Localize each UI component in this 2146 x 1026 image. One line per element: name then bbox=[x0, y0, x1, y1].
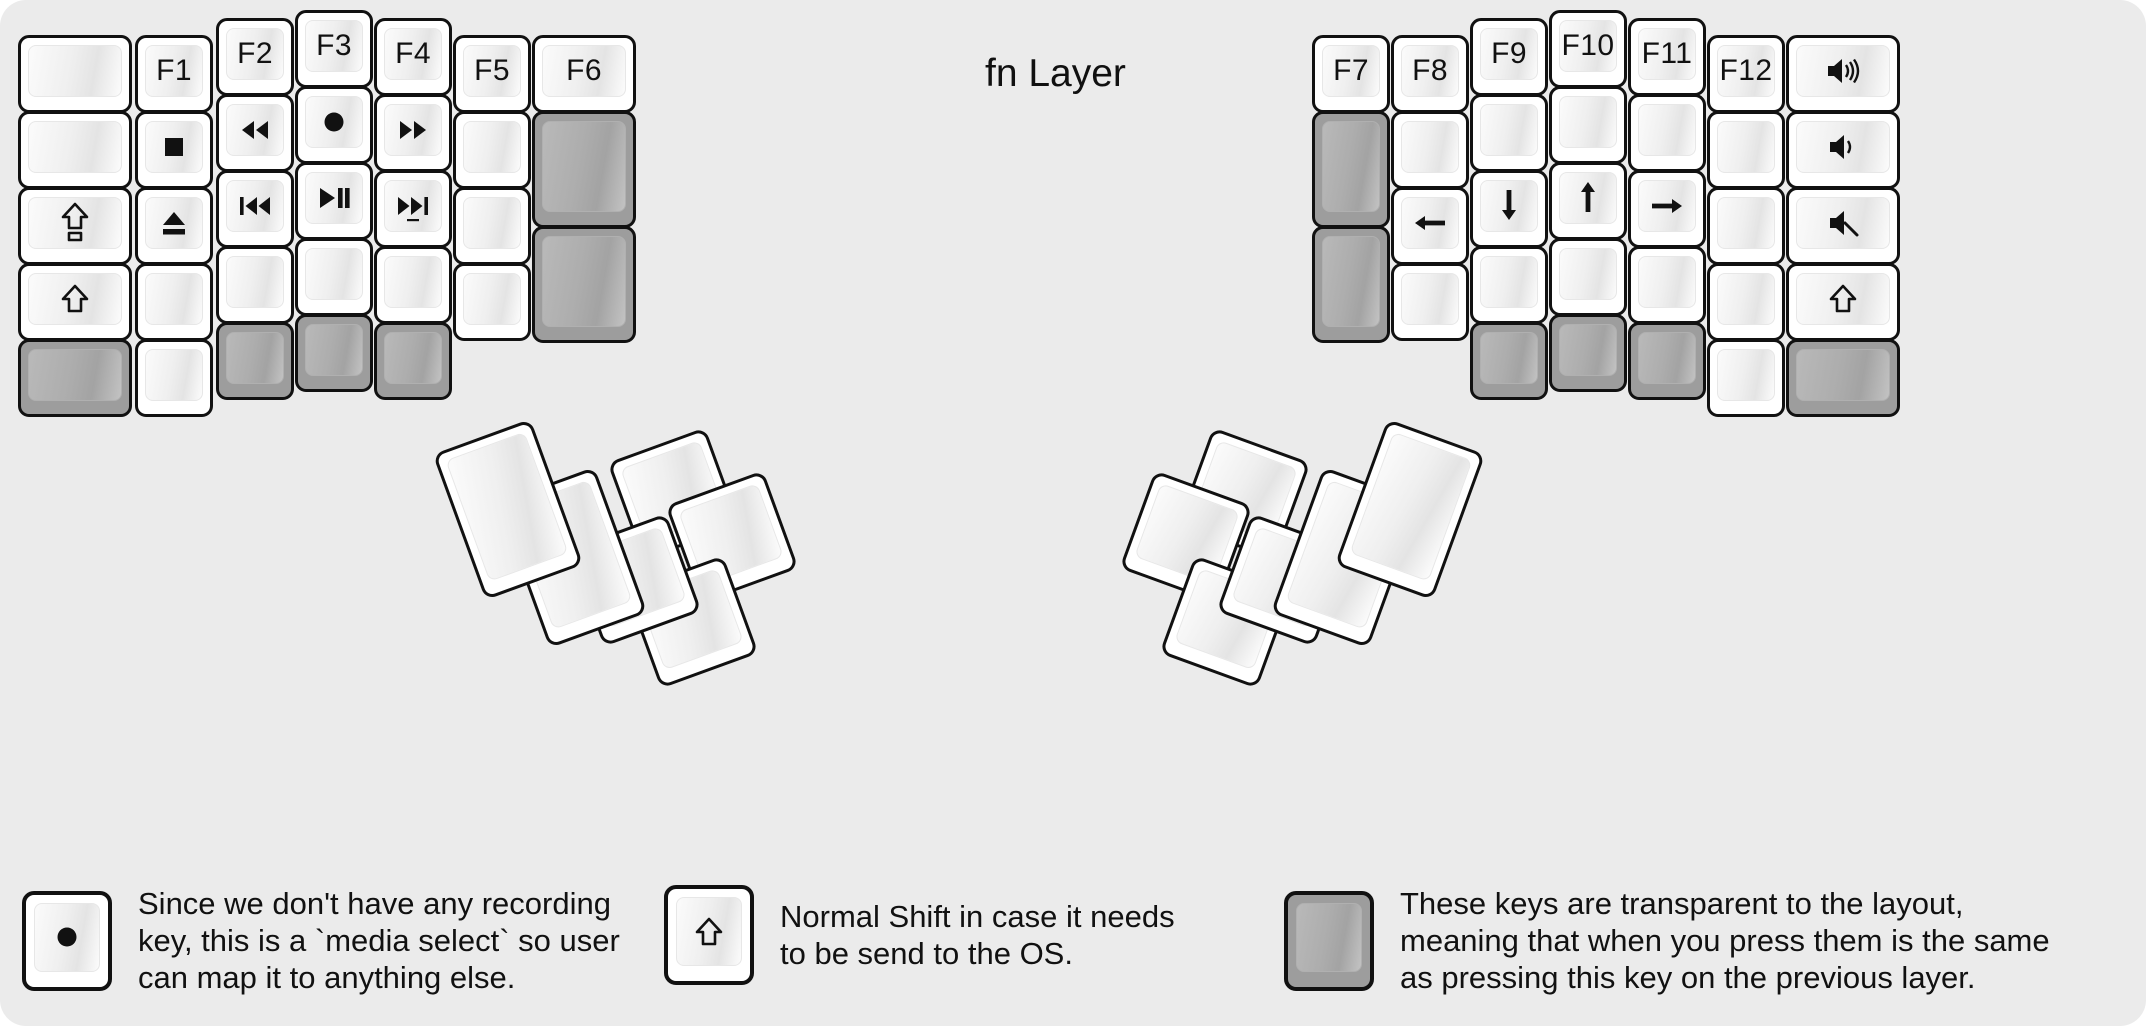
shift-up-icon bbox=[695, 917, 723, 945]
key-transparent[interactable] bbox=[374, 322, 452, 400]
keycap-surface bbox=[542, 121, 626, 212]
keycap-surface bbox=[226, 256, 284, 308]
keycap-surface bbox=[28, 197, 122, 249]
keycap-surface bbox=[305, 248, 363, 300]
keycap-surface bbox=[1796, 45, 1890, 97]
keycap-surface bbox=[226, 332, 284, 384]
key-transparent[interactable] bbox=[1549, 314, 1627, 392]
keycap-surface bbox=[1717, 349, 1775, 401]
key-volume-up[interactable] bbox=[1786, 35, 1900, 113]
legend-transparent-text: These keys are transparent to the layout… bbox=[1400, 886, 2050, 996]
key-volume-mute[interactable] bbox=[1786, 187, 1900, 265]
keycap-surface bbox=[1638, 332, 1696, 384]
keycap-surface bbox=[1559, 96, 1617, 148]
media-record-icon bbox=[57, 927, 77, 947]
legend-transparent: These keys are transparent to the layout… bbox=[1284, 885, 2050, 997]
legend-normal-shift-swatch bbox=[664, 885, 754, 985]
key-blank[interactable] bbox=[135, 263, 213, 341]
page-title: fn Layer bbox=[985, 52, 1126, 95]
key-caps-lock[interactable] bbox=[18, 187, 132, 265]
key-blank[interactable] bbox=[18, 35, 132, 113]
key-blank[interactable] bbox=[1707, 263, 1785, 341]
key-blank[interactable] bbox=[1549, 86, 1627, 164]
key-arrow-left[interactable] bbox=[1391, 187, 1469, 265]
keycap-surface bbox=[1296, 902, 1362, 972]
keycap-surface bbox=[1559, 248, 1617, 300]
legend-key-glyph bbox=[48, 918, 86, 956]
keycap-surface bbox=[1796, 349, 1890, 401]
keycap-surface bbox=[1480, 256, 1538, 308]
key-blank[interactable] bbox=[216, 246, 294, 324]
key-transparent[interactable] bbox=[216, 322, 294, 400]
key-media-eject[interactable] bbox=[135, 187, 213, 265]
key-transparent[interactable] bbox=[18, 339, 132, 417]
keycap-surface bbox=[1638, 104, 1696, 156]
keycap-surface bbox=[34, 902, 100, 972]
keycap-surface bbox=[463, 273, 521, 325]
keycap-surface bbox=[542, 236, 626, 327]
keycap-surface bbox=[463, 121, 521, 173]
keycap-surface bbox=[1559, 324, 1617, 376]
keycap-surface bbox=[1717, 121, 1775, 173]
key-blank[interactable] bbox=[1391, 263, 1469, 341]
key-blank[interactable] bbox=[135, 339, 213, 417]
key-f4[interactable]: F4 bbox=[374, 18, 452, 96]
keycap-surface bbox=[1638, 256, 1696, 308]
keycap-surface bbox=[676, 897, 742, 966]
keycap-surface bbox=[1717, 197, 1775, 249]
keycap-surface bbox=[1480, 332, 1538, 384]
legend-media-select-text: Since we don't have any recording key, t… bbox=[138, 886, 620, 996]
keycap-surface bbox=[145, 197, 203, 249]
key-transparent[interactable] bbox=[532, 111, 636, 228]
keycap-surface bbox=[384, 256, 442, 308]
key-transparent[interactable] bbox=[1312, 111, 1390, 228]
keycap-surface bbox=[1401, 121, 1459, 173]
key-arrow-up[interactable] bbox=[1549, 162, 1627, 240]
key-transparent[interactable] bbox=[532, 226, 636, 343]
keycap-surface bbox=[1796, 121, 1890, 173]
key-blank[interactable] bbox=[1549, 238, 1627, 316]
legend-media-select: Since we don't have any recording key, t… bbox=[22, 885, 620, 997]
legend-transparent-swatch bbox=[1284, 890, 1374, 991]
key-blank[interactable] bbox=[18, 111, 132, 189]
keycap-surface bbox=[1717, 273, 1775, 325]
key-transparent[interactable] bbox=[295, 314, 373, 392]
keycap-surface bbox=[28, 45, 122, 97]
key-blank[interactable] bbox=[453, 111, 531, 189]
keycap-surface bbox=[145, 273, 203, 325]
keycap-surface bbox=[1322, 121, 1380, 212]
legend-normal-shift-text: Normal Shift in case it needs to be send… bbox=[780, 898, 1175, 971]
thumb-r-6[interactable] bbox=[1334, 418, 1486, 601]
legend-media-select-swatch bbox=[22, 890, 112, 991]
keycap-surface bbox=[145, 349, 203, 401]
key-blank[interactable] bbox=[374, 246, 452, 324]
key-transparent[interactable] bbox=[1628, 322, 1706, 400]
key-arrow-right[interactable] bbox=[1628, 170, 1706, 248]
keycap-surface: F4 bbox=[384, 28, 442, 80]
keycap-surface bbox=[1349, 431, 1473, 582]
legend-key-glyph bbox=[690, 913, 728, 951]
key-blank[interactable] bbox=[453, 187, 531, 265]
key-blank[interactable] bbox=[1628, 246, 1706, 324]
key-blank[interactable] bbox=[1707, 339, 1785, 417]
keycap-surface bbox=[28, 349, 122, 401]
keycap-surface bbox=[1480, 104, 1538, 156]
keycap-surface bbox=[305, 324, 363, 376]
key-blank[interactable] bbox=[1707, 187, 1785, 265]
key-transparent[interactable] bbox=[1470, 322, 1548, 400]
legend-normal-shift: Normal Shift in case it needs to be send… bbox=[664, 885, 1175, 985]
keycap-surface bbox=[1322, 236, 1380, 327]
keycap-surface bbox=[384, 332, 442, 384]
key-f7[interactable]: F7 bbox=[1312, 35, 1390, 113]
keycap-surface bbox=[463, 197, 521, 249]
key-f3[interactable]: F3 bbox=[295, 10, 373, 88]
keycap-surface bbox=[1401, 273, 1459, 325]
key-transparent[interactable] bbox=[1312, 226, 1390, 343]
key-blank[interactable] bbox=[453, 263, 531, 341]
keycap-surface bbox=[28, 121, 122, 173]
key-transparent[interactable] bbox=[1786, 339, 1900, 417]
key-shift-up[interactable] bbox=[18, 263, 132, 341]
